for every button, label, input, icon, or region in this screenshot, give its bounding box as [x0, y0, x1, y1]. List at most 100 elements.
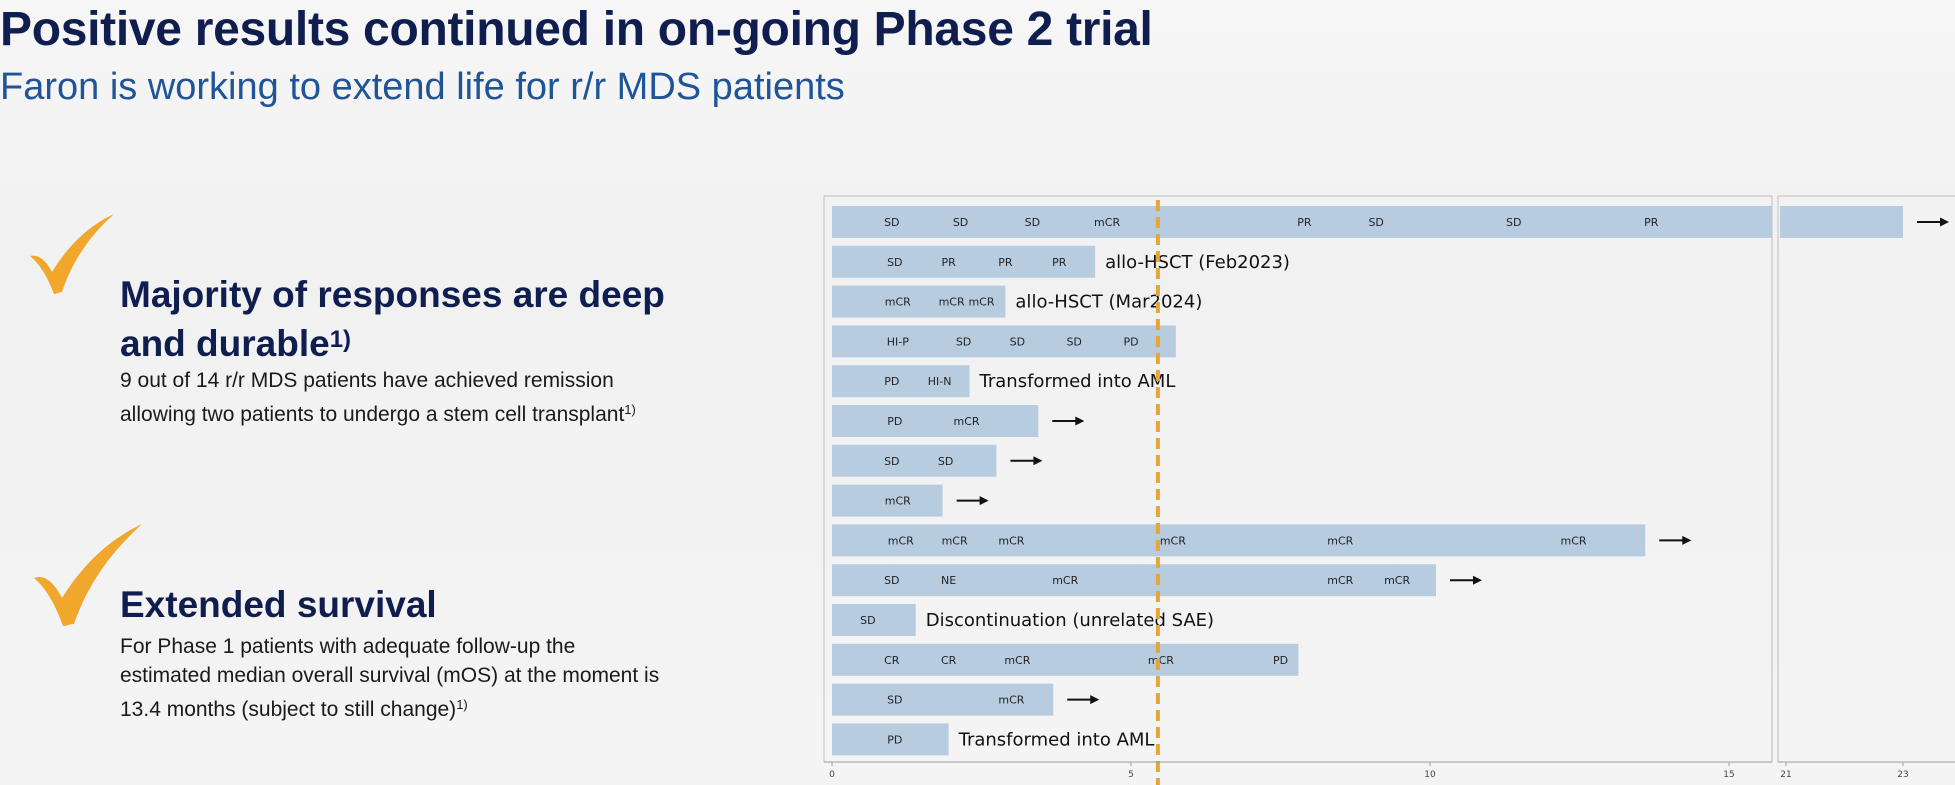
point-heading-line: Extended survival: [120, 584, 437, 625]
response-label: HI-P: [887, 335, 909, 348]
patient-bar: [832, 444, 997, 477]
patient-bar: [832, 723, 949, 756]
response-label: mCR: [885, 296, 911, 309]
patient-bar: [832, 325, 1176, 358]
point-body-line: allowing two patients to undergo a stem …: [120, 403, 625, 426]
x-tick-label: 0: [829, 770, 835, 780]
slide-title: Positive results continued in on-going P…: [0, 3, 1153, 56]
patient-bar: [832, 524, 1646, 557]
response-label: mCR: [1327, 534, 1353, 547]
response-label: PR: [1644, 216, 1659, 229]
response-label: mCR: [998, 694, 1024, 707]
point-body: 9 out of 14 r/r MDS patients have achiev…: [120, 366, 636, 429]
x-tick-label: 21: [1780, 770, 1791, 780]
break-panel-frame: [1777, 195, 1955, 763]
response-label: mCR: [1384, 574, 1410, 587]
response-label: mCR: [1148, 654, 1174, 667]
arrow-head-icon: [1075, 416, 1085, 426]
point-body: For Phase 1 patients with adequate follo…: [120, 632, 659, 724]
response-label: mCR: [1004, 654, 1030, 667]
point-heading-line: and durable: [120, 323, 330, 364]
point-body-line: 13.4 months (subject to still change): [120, 698, 457, 721]
x-tick-label: 10: [1424, 770, 1436, 780]
footnote-marker: 1): [624, 402, 636, 417]
x-tick-label: 15: [1723, 770, 1734, 780]
response-label: CR: [884, 654, 900, 667]
response-label: mCR: [942, 534, 968, 547]
point-heading-line: Majority of responses are deep: [120, 274, 665, 315]
response-label: mCR: [885, 495, 911, 508]
checkmark-icon: [30, 214, 114, 294]
response-label: mCR: [968, 296, 994, 309]
outcome-label: Discontinuation (unrelated SAE): [926, 610, 1214, 631]
point-body-line: 9 out of 14 r/r MDS patients have achiev…: [120, 369, 614, 392]
response-label: SD: [1010, 335, 1025, 348]
response-label: SD: [1066, 335, 1081, 348]
response-label: SD: [1025, 216, 1040, 229]
main-panel-frame: [823, 195, 1773, 763]
slide-subtitle: Faron is working to extend life for r/r …: [0, 66, 845, 108]
response-label: PD: [887, 733, 902, 746]
arrow-head-icon: [1090, 695, 1100, 705]
response-label: mCR: [1160, 534, 1186, 547]
patient-bar: [832, 245, 1096, 278]
response-label: mCR: [1052, 574, 1078, 587]
arrow-head-icon: [1472, 575, 1482, 585]
outcome-label: allo-HSCT (Mar2024): [1015, 292, 1202, 313]
response-label: mCR: [998, 534, 1024, 547]
response-label: SD: [1368, 216, 1383, 229]
x-tick-label: 23: [1897, 770, 1908, 780]
footnote-marker: 1): [329, 326, 352, 353]
response-label: PD: [1273, 654, 1288, 667]
response-label: mCR: [954, 415, 980, 428]
response-label: SD: [860, 614, 875, 627]
patient-bar: [832, 405, 1039, 437]
patient-bar: [832, 285, 1006, 318]
point-body-line: estimated median overall survival (mOS) …: [120, 664, 660, 687]
patient-bar: [832, 604, 916, 636]
patient-bar: [832, 484, 943, 517]
response-label: SD: [956, 335, 971, 348]
response-label: CR: [941, 654, 957, 667]
response-label: PR: [941, 256, 956, 269]
response-label: HI-N: [928, 375, 952, 388]
patient-bar: [832, 643, 1299, 676]
outcome-label: allo-HSCT (Feb2023): [1105, 252, 1290, 273]
patient-bar: [832, 683, 1054, 716]
patient-bar: [1780, 206, 1903, 238]
response-label: mCR: [888, 534, 914, 547]
response-label: SD: [938, 455, 953, 468]
patient-bar: [832, 206, 1772, 238]
arrow-head-icon: [979, 496, 989, 506]
arrow-head-icon: [1033, 456, 1043, 466]
response-label: PR: [998, 256, 1013, 269]
response-label: SD: [884, 574, 899, 587]
response-label: PR: [1052, 256, 1067, 269]
response-label: NE: [941, 574, 956, 587]
response-label: SD: [884, 216, 899, 229]
response-label: SD: [887, 256, 902, 269]
patient-bar: [832, 564, 1436, 597]
response-label: PR: [1297, 216, 1312, 229]
footnote-marker: 1): [456, 697, 468, 712]
point-heading: Extended survival: [120, 582, 437, 627]
response-label: mCR: [939, 296, 965, 309]
response-label: PD: [884, 375, 899, 388]
swimmer-plot: SD SD SD mCR PR SD SD PR SD PR PR PR allo-HSCT (Feb2…: [823, 195, 1955, 785]
point-heading: Majority of responses are deep and durab…: [120, 272, 665, 366]
response-label: SD: [884, 455, 899, 468]
outcome-label: Transformed into AML: [979, 371, 1176, 392]
x-tick-label: 5: [1128, 770, 1134, 780]
response-label: SD: [953, 216, 968, 229]
arrow-head-icon: [1940, 217, 1949, 227]
response-label: mCR: [1327, 574, 1353, 587]
response-label: SD: [1506, 216, 1521, 229]
arrow-head-icon: [1682, 535, 1692, 545]
outcome-label: Transformed into AML: [958, 729, 1155, 750]
checkmark-icon: [34, 524, 142, 626]
response-label: mCR: [1094, 216, 1120, 229]
response-label: PD: [1123, 335, 1138, 348]
point-body-line: For Phase 1 patients with adequate follo…: [120, 635, 576, 658]
patient-bar: [832, 365, 970, 398]
response-label: SD: [887, 694, 902, 707]
